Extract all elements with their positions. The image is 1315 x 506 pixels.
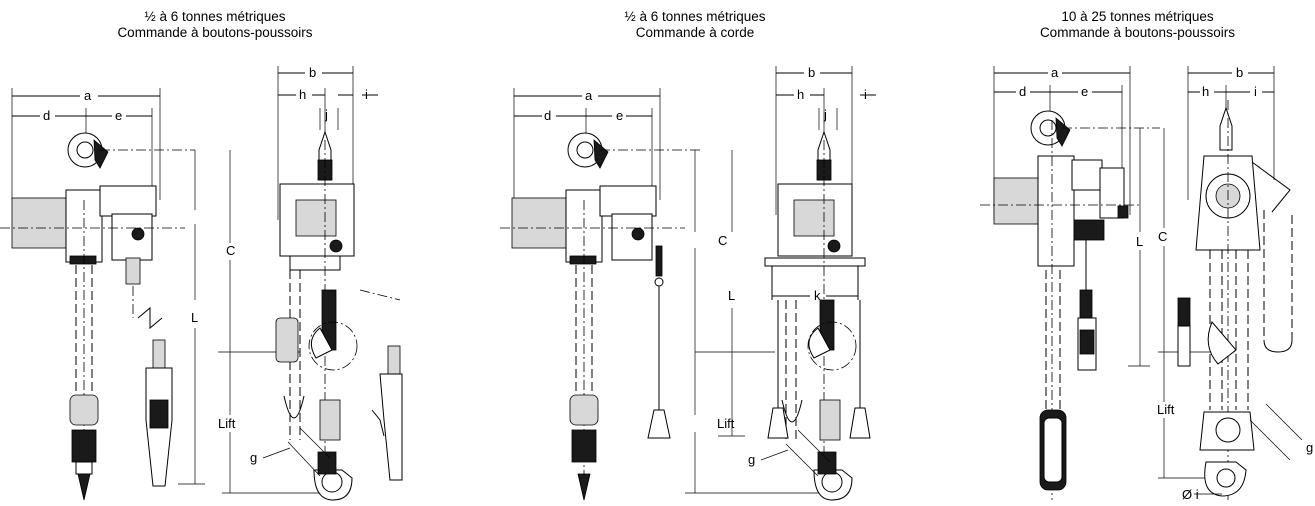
lift-label: Lift (1157, 402, 1175, 417)
dim-a-label: a (84, 88, 92, 103)
panel-title-line2: Commande à corde (635, 25, 755, 40)
panel-pushbutton-large: 10 à 25 tonnes métriques Commande à bout… (960, 0, 1315, 506)
dim-j-label: j (823, 107, 827, 122)
dim-g-label: g (1306, 440, 1313, 455)
dim-e-label: e (1081, 84, 1088, 99)
dim-c-label: C (1158, 229, 1167, 244)
dim-i-label: i (1254, 84, 1257, 99)
dim-j-label: j (324, 107, 328, 122)
motor-housing (511, 197, 575, 249)
panel-title-line1: ½ à 6 tonnes métriques (624, 9, 766, 24)
panel-pullcord: ½ à 6 tonnes métriques Commande à corde … (480, 0, 910, 506)
dim-l-label: L (1136, 234, 1143, 249)
dim-l-label: L (728, 288, 735, 303)
panel-pushbutton-small: ½ à 6 tonnes métriques Commande à bouton… (0, 0, 430, 506)
dim-a-label: a (585, 88, 593, 103)
hoist-diagram: a d e (0, 65, 403, 501)
panel-title-line1: ½ à 6 tonnes métriques (144, 9, 286, 24)
dim-b-label: b (309, 65, 316, 80)
panel-title-line1: 10 à 25 tonnes métriques (1061, 9, 1214, 24)
dim-i-label: i (864, 87, 867, 102)
dim-b-label: b (1236, 65, 1243, 80)
dim-l-label: L (191, 310, 198, 325)
panel-title: ½ à 6 tonnes métriques Commande à corde (480, 9, 910, 41)
dim-d-label: d (1019, 84, 1026, 99)
motor-housing (11, 197, 75, 249)
dim-d-label: d (544, 108, 551, 123)
dim-e-label: e (115, 108, 122, 123)
dim-b-label: b (808, 65, 815, 80)
panel-title: 10 à 25 tonnes métriques Commande à bout… (960, 9, 1315, 41)
dim-c-label: C (718, 233, 727, 248)
top-suspension-side (1219, 106, 1233, 151)
trolley-frame (764, 257, 866, 267)
dim-h-label: h (797, 87, 804, 102)
dim-e-label: e (616, 108, 623, 123)
panel-title: ½ à 6 tonnes métriques Commande à bouton… (0, 9, 430, 41)
lift-label: Lift (717, 416, 735, 431)
dim-c-label: C (226, 243, 235, 258)
dim-dia-i-label: Ø i (1182, 487, 1199, 502)
dim-a-label: a (1051, 65, 1059, 80)
dim-k-label: k (814, 288, 821, 303)
dim-h-label: h (1202, 84, 1209, 99)
lift-label: Lift (218, 416, 236, 431)
hoist-diagram: a d e L C Lift (980, 65, 1313, 502)
dim-i-label: i (365, 87, 368, 102)
pullcord-handle (647, 409, 671, 439)
panel-title-line2: Commande à boutons-poussoirs (1039, 25, 1236, 40)
side-housing (777, 183, 853, 257)
dim-d-label: d (43, 108, 50, 123)
panel-title-line2: Commande à boutons-poussoirs (117, 25, 313, 40)
dim-g-label: g (748, 452, 755, 467)
motor-housing (993, 177, 1041, 225)
dim-g-label: g (250, 450, 257, 465)
dim-h-label: h (299, 87, 306, 102)
hoist-diagram: a d e C L (500, 65, 876, 501)
